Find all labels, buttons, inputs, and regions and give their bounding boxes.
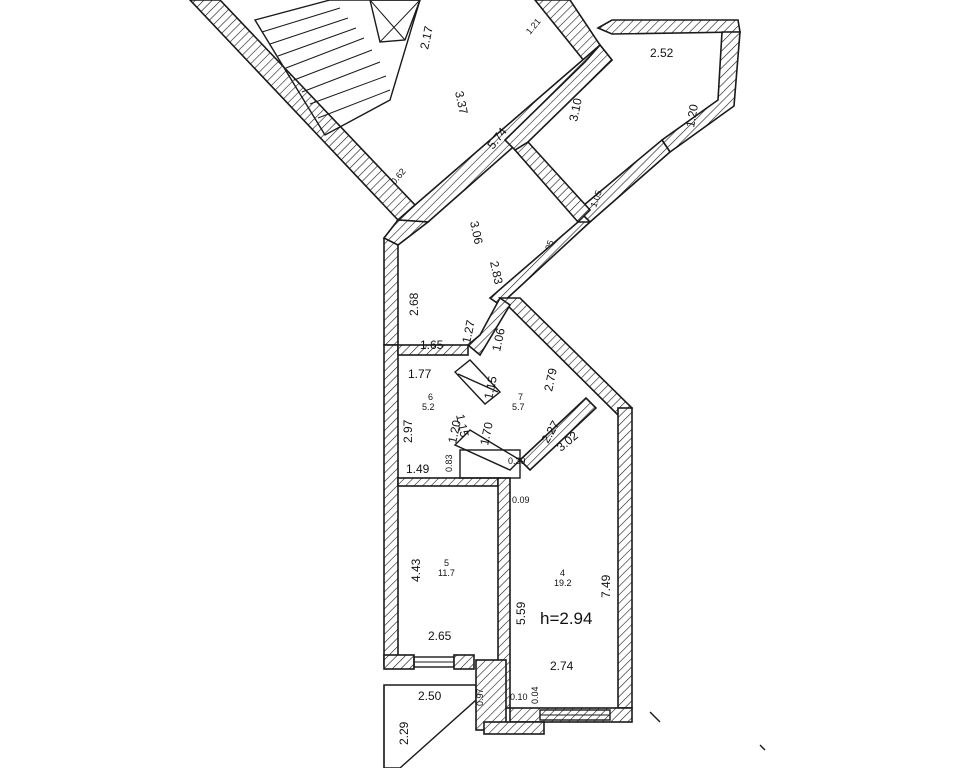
dim-diag-310: 3.10 [566,97,585,123]
top-right-wall-mid [513,140,592,224]
room4-wall-right [617,407,633,709]
dim-279: 2.79 [541,367,560,393]
ceiling-height: h=2.94 [540,609,592,628]
room-6-area: 5.2 [422,402,435,412]
staircase [253,0,421,136]
dim-120: 1.20 [445,419,464,445]
room5-wall-bottom-right [453,654,475,670]
dim-250: 2.50 [418,689,442,703]
dim-559: 5.59 [514,601,528,625]
room-7-id: 7 [518,392,523,402]
dim-749: 7.49 [599,574,613,598]
dim-097: 0.97 [475,688,485,706]
room7-threshold [459,449,521,479]
top-right-wall-inner [503,43,614,152]
dim-top-right-width: 2.52 [650,46,674,60]
dim-corridor-283: 2.83 [487,260,506,286]
corridor-wall-right [488,221,593,307]
dim-165: 1.65 [420,338,444,352]
dim-274: 2.74 [550,659,574,673]
room6-room5-partition [397,477,499,487]
dim-265: 2.65 [428,629,452,643]
lower-wall-left [383,344,399,666]
room-5-id: 5 [444,558,449,568]
top-right-wall-top [596,19,741,35]
dim-083: 0.83 [444,454,454,472]
corridor-wall-left [383,226,399,346]
dim-443: 4.43 [409,558,423,582]
room6-closet [453,359,502,405]
dim-177: 1.77 [408,367,432,381]
balcony-wall-right [475,659,507,731]
lower-block: 1.65 1.77 1.27 1.06 2.79 1.15 1.15 1.20 … [383,296,766,768]
staircase-outline [253,0,421,136]
corridor-wall-top [382,219,431,246]
dim-127: 1.27 [459,319,478,345]
dim-stair-top: 2.17 [417,25,436,51]
dim-010: 0.10 [510,692,528,702]
room-6-id: 6 [428,392,433,402]
corridor: 3.06 2.83 2.68 [382,219,593,346]
dim-039: 0.39 [508,456,526,466]
room7-wall-diag-left [466,296,512,357]
dim-170: 1.70 [477,421,496,447]
dim-hall-width: 3.37 [452,90,471,116]
room-5-area: 11.7 [438,568,455,578]
dim-115a: 1.15 [481,375,500,401]
top-right-wall-right [660,31,741,154]
dim-004: 0.04 [530,686,540,704]
room6-wall-top [397,344,469,356]
dim-229: 2.29 [397,721,411,745]
dim-diag-306: 3.06 [467,220,486,246]
dim-left-268: 2.68 [407,292,421,316]
balcony-wall-bottom [483,721,545,735]
room5-wall-bottom-left [383,654,415,670]
dim-149: 1.49 [406,462,430,476]
dim-upper-small-2: 0.62 [389,166,408,186]
dim-upper-small: 1.21 [524,16,543,36]
room-4-area: 19.2 [554,578,572,588]
dim-009: 0.09 [512,495,530,505]
dim-297: 2.97 [401,419,415,443]
dim-right-120: 1.20 [683,103,701,129]
dim-115b: 1.15 [453,413,472,439]
stair-landing [369,0,421,43]
room7-wall-lower [518,396,598,472]
top-right-wall-bottom [576,138,672,224]
top-right-room: 2.52 3.10 1.20 1.05 1.05 [503,19,741,259]
room-4-id: 4 [560,568,565,578]
dim-106: 1.06 [489,327,508,353]
room-7-area: 5.7 [512,402,525,412]
